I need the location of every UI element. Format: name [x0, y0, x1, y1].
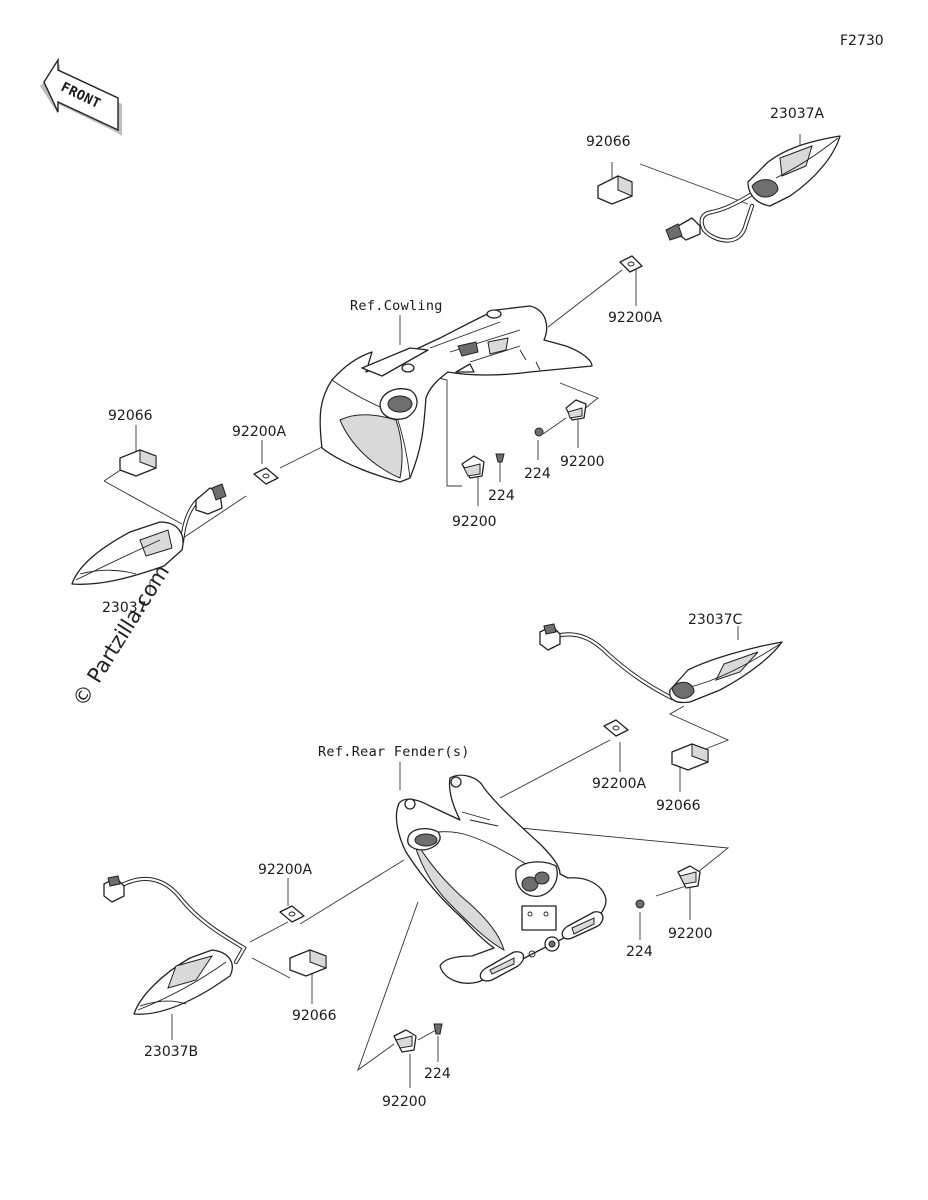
callout-224-bottom-right[interactable]: 224 [626, 944, 653, 960]
screw-224-mid-right[interactable] [534, 427, 544, 437]
rear-fender-assembly [171, 626, 739, 1088]
callout-92200A-bottom-left[interactable]: 92200A [258, 862, 313, 878]
clip-92200-bottom-right[interactable] [677, 865, 701, 889]
screw-224-bottom-left[interactable] [433, 1023, 443, 1035]
screw-224-mid-left[interactable] [495, 453, 505, 463]
callout-23037[interactable]: 23037 [102, 600, 147, 616]
bracket-92200A-bottom-right[interactable] [603, 719, 629, 737]
callout-92066-left[interactable]: 92066 [108, 408, 153, 424]
callout-92200A-bottom-right[interactable]: 92200A [592, 776, 647, 792]
callout-23037C[interactable]: 23037C [688, 612, 743, 628]
ref-cowling-label: Ref.Cowling [350, 298, 443, 314]
grommet-92066-top-right[interactable] [597, 175, 633, 205]
turn-signal-23037B[interactable] [103, 875, 247, 1015]
bracket-92200A-bottom-left[interactable] [279, 905, 305, 923]
callout-92066-bottom-right[interactable]: 92066 [656, 798, 701, 814]
callout-92200-bottom-right[interactable]: 92200 [668, 926, 713, 942]
screw-224-bottom-right[interactable] [635, 899, 645, 909]
front-arrow-icon: FRONT [40, 57, 122, 136]
callout-23037B[interactable]: 23037B [144, 1044, 198, 1060]
bracket-92200A-left[interactable] [253, 467, 279, 485]
callout-224-bottom-left[interactable]: 224 [424, 1066, 451, 1082]
callout-92200A-left[interactable]: 92200A [232, 424, 287, 440]
callout-23037A[interactable]: 23037A [770, 106, 825, 122]
ref-rear-fender-label: Ref.Rear Fender(s) [318, 744, 470, 760]
clip-92200-mid-left[interactable] [461, 455, 485, 479]
callout-92200-mid-left[interactable]: 92200 [452, 514, 497, 530]
clip-92200-mid-right[interactable] [565, 399, 587, 421]
cowling-assembly [103, 134, 801, 594]
turn-signal-23037[interactable] [71, 483, 227, 585]
callout-224-mid-right[interactable]: 224 [524, 466, 551, 482]
callout-92200-mid-right[interactable]: 92200 [560, 454, 605, 470]
grommet-92066-left[interactable] [119, 449, 157, 477]
callout-92200A-top-right[interactable]: 92200A [608, 310, 663, 326]
figure-code: F2730 [840, 33, 884, 49]
callout-92066-top-right[interactable]: 92066 [586, 134, 631, 150]
turn-signal-23037C[interactable] [539, 623, 783, 704]
grommet-92066-bottom-right[interactable] [671, 743, 709, 771]
bracket-92200A-top-right[interactable] [619, 255, 643, 273]
turn-signal-23037A[interactable] [665, 135, 841, 243]
callout-224-mid-left[interactable]: 224 [488, 488, 515, 504]
callout-92200-bottom-left[interactable]: 92200 [382, 1094, 427, 1110]
clip-92200-bottom-left[interactable] [393, 1029, 417, 1053]
grommet-92066-bottom-left[interactable] [289, 949, 327, 977]
callout-92066-bottom-left[interactable]: 92066 [292, 1008, 337, 1024]
